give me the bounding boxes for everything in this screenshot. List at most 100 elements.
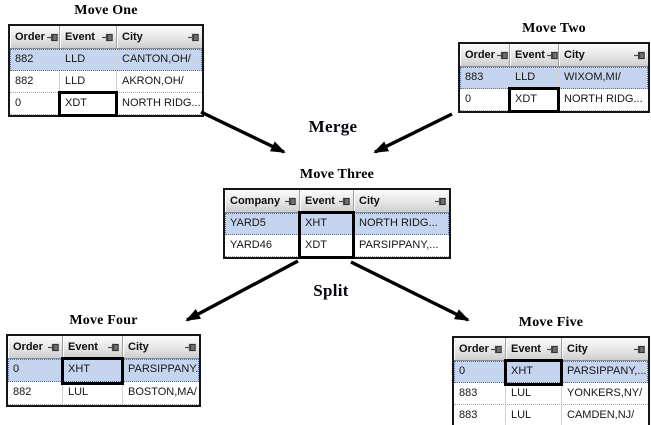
table-cell: NORTH RIDG...	[359, 217, 438, 229]
column-header-order[interactable]: Order	[454, 338, 506, 360]
column-header-event[interactable]: Event	[300, 190, 354, 212]
column-header-label: Event	[68, 341, 98, 353]
column-header-city[interactable]: City	[123, 336, 199, 358]
merge-label: Merge	[308, 117, 358, 136]
pin-icon[interactable]	[185, 343, 196, 352]
move-five-title: Move Five	[518, 315, 584, 330]
column-header-city[interactable]: City	[354, 190, 449, 212]
table-cell: 883	[460, 67, 510, 88]
split-arrow-to-move-five	[350, 260, 470, 322]
table-cell: 883	[454, 405, 506, 425]
table-cell: CANTON,OH/	[122, 53, 191, 65]
column-header-label: Order	[459, 343, 489, 355]
column-header-label: City	[128, 341, 149, 353]
column-header-label: Event	[515, 49, 545, 61]
pin-icon[interactable]	[285, 197, 296, 206]
table-cell: PARSIPPANY,...	[359, 239, 439, 251]
table-cell: LUL	[506, 405, 562, 425]
table-cell: YONKERS,NY/	[567, 387, 643, 399]
column-header-label: Event	[65, 31, 95, 43]
move-four-title: Move Four	[69, 313, 138, 328]
column-header-label: Event	[511, 343, 541, 355]
column-header-label: City	[359, 195, 380, 207]
pin-icon[interactable]	[48, 343, 59, 352]
column-header-label: Company	[230, 195, 281, 207]
table-header-row: Order Event City	[8, 336, 199, 359]
move-one-title: Move One	[74, 3, 138, 18]
table-cell: LUL	[506, 383, 562, 404]
column-header-order[interactable]: Order	[10, 26, 60, 48]
column-header-event[interactable]: Event	[63, 336, 123, 358]
pin-icon[interactable]	[188, 33, 199, 42]
table-cell: 883	[454, 383, 506, 404]
table-cell: WIXOM,MI/	[564, 71, 621, 83]
pin-icon[interactable]	[435, 197, 446, 206]
pin-icon[interactable]	[634, 345, 645, 354]
table-cell: NORTH RIDG...	[564, 93, 643, 105]
column-header-label: Order	[13, 341, 43, 353]
table-header-row: Company Event City	[225, 190, 449, 213]
pin-icon[interactable]	[634, 51, 645, 60]
column-header-event[interactable]: Event	[60, 26, 117, 48]
pin-icon[interactable]	[547, 345, 558, 354]
table-cell: CAMDEN,NJ/	[567, 409, 635, 421]
column-header-label: Order	[465, 49, 495, 61]
pin-icon[interactable]	[102, 33, 113, 42]
move-three-title: Move Three	[299, 167, 375, 182]
table-cell: BOSTON,MA/	[128, 386, 197, 398]
pin-icon[interactable]	[108, 343, 119, 352]
column-header-order[interactable]: Order	[8, 336, 63, 358]
move-two-title: Move Two	[522, 21, 586, 36]
table-cell: 882	[10, 49, 60, 70]
table-cell: 882	[10, 71, 60, 92]
merge-arrow-from-move-two	[373, 112, 453, 154]
column-header-event[interactable]: Event	[506, 338, 562, 360]
table-cell: NORTH RIDG...	[122, 97, 201, 109]
pin-icon[interactable]	[339, 197, 350, 206]
table-cell: LLD	[60, 71, 117, 92]
pin-icon[interactable]	[491, 345, 502, 354]
table-cell: LUL	[63, 382, 123, 404]
column-header-label: City	[567, 343, 588, 355]
table-cell: PARSIPPANY,...	[567, 365, 647, 377]
column-header-label: Order	[15, 31, 45, 43]
column-header-company[interactable]: Company	[225, 190, 300, 212]
pin-icon[interactable]	[546, 51, 558, 60]
table-cell: 882	[8, 382, 63, 404]
column-header-label: Event	[305, 195, 335, 207]
column-header-city[interactable]: City	[562, 338, 648, 360]
column-header-city[interactable]: City	[117, 26, 202, 48]
pin-icon[interactable]	[46, 33, 58, 42]
merge-arrow-from-move-one	[200, 110, 286, 154]
column-header-order[interactable]: Order	[460, 44, 510, 66]
column-header-event[interactable]: Event	[510, 44, 559, 66]
column-header-city[interactable]: City	[559, 44, 648, 66]
table-header-row: Order Event City	[460, 44, 648, 67]
split-label: Split	[313, 281, 349, 300]
table-cell: LLD	[510, 67, 559, 88]
pin-icon[interactable]	[496, 51, 508, 60]
column-header-label: City	[564, 49, 585, 61]
